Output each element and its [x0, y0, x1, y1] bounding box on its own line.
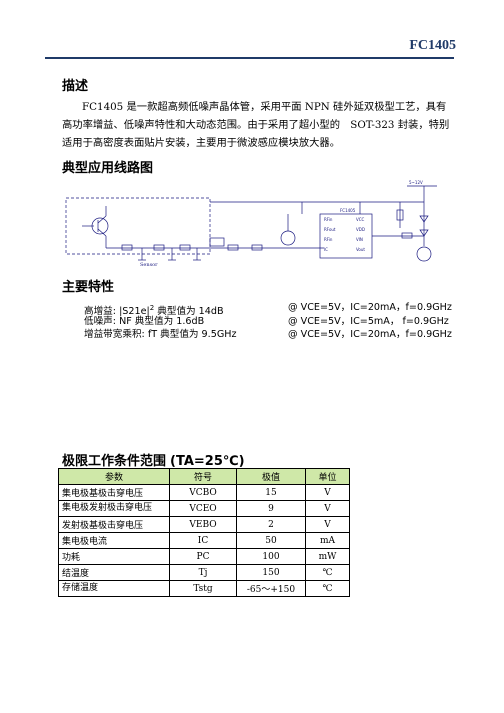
feature-gain: 高增益: |S21e|2 典型值为 14dB [84, 304, 224, 318]
feature-ft: 增益带宽乘积: fT 典型值为 9.5GHz [84, 329, 237, 340]
svg-text:VCC: VCC [356, 217, 365, 222]
svg-text:VDD: VDD [356, 227, 365, 232]
feature-ft-condition: @ VCE=5V，IC=20mA，f=0.9GHz [288, 329, 452, 340]
description-heading: 描述 [62, 79, 89, 94]
col-symbol: 符号 [169, 468, 237, 485]
svg-text:Vout: Vout [356, 247, 365, 252]
ic-label: FC1405 [340, 208, 356, 213]
voltage-label: 5~12V [409, 180, 423, 185]
svg-text:IC: IC [324, 247, 328, 252]
circuit-heading: 典型应用线路图 [62, 161, 154, 176]
col-param: 参数 [58, 468, 170, 485]
svg-text:RFout: RFout [324, 227, 336, 232]
col-limit: 极值 [236, 468, 306, 485]
sensor-label: Sensor [140, 262, 158, 268]
feature-noise: 低噪声: NF 典型值为 1.6dB [84, 316, 205, 327]
description-paragraph: FC1405 是一款超高频低噪声晶体管，采用平面 NPN 硅外延双极型工艺，具有… [62, 101, 450, 149]
feature-gain-condition: @ VCE=5V，IC=20mA，f=0.9GHz [288, 302, 452, 313]
feature-noise-condition: @ VCE=5V，IC=5mA， f=0.9GHz [288, 316, 449, 327]
document-title: FC1405 [409, 38, 456, 53]
svg-text:VIN: VIN [356, 237, 363, 242]
col-unit: 单位 [305, 468, 350, 485]
svg-text:RFin: RFin [324, 237, 333, 242]
header-rule [45, 57, 454, 59]
svg-text:RFin: RFin [324, 217, 333, 222]
features-heading: 主要特性 [62, 280, 115, 295]
ratings-heading: 极限工作条件范围(TA=25℃) [62, 454, 245, 469]
application-circuit-diagram: FC1405 5~12V RFin RFout RFin IC VCC VDD … [65, 180, 437, 268]
